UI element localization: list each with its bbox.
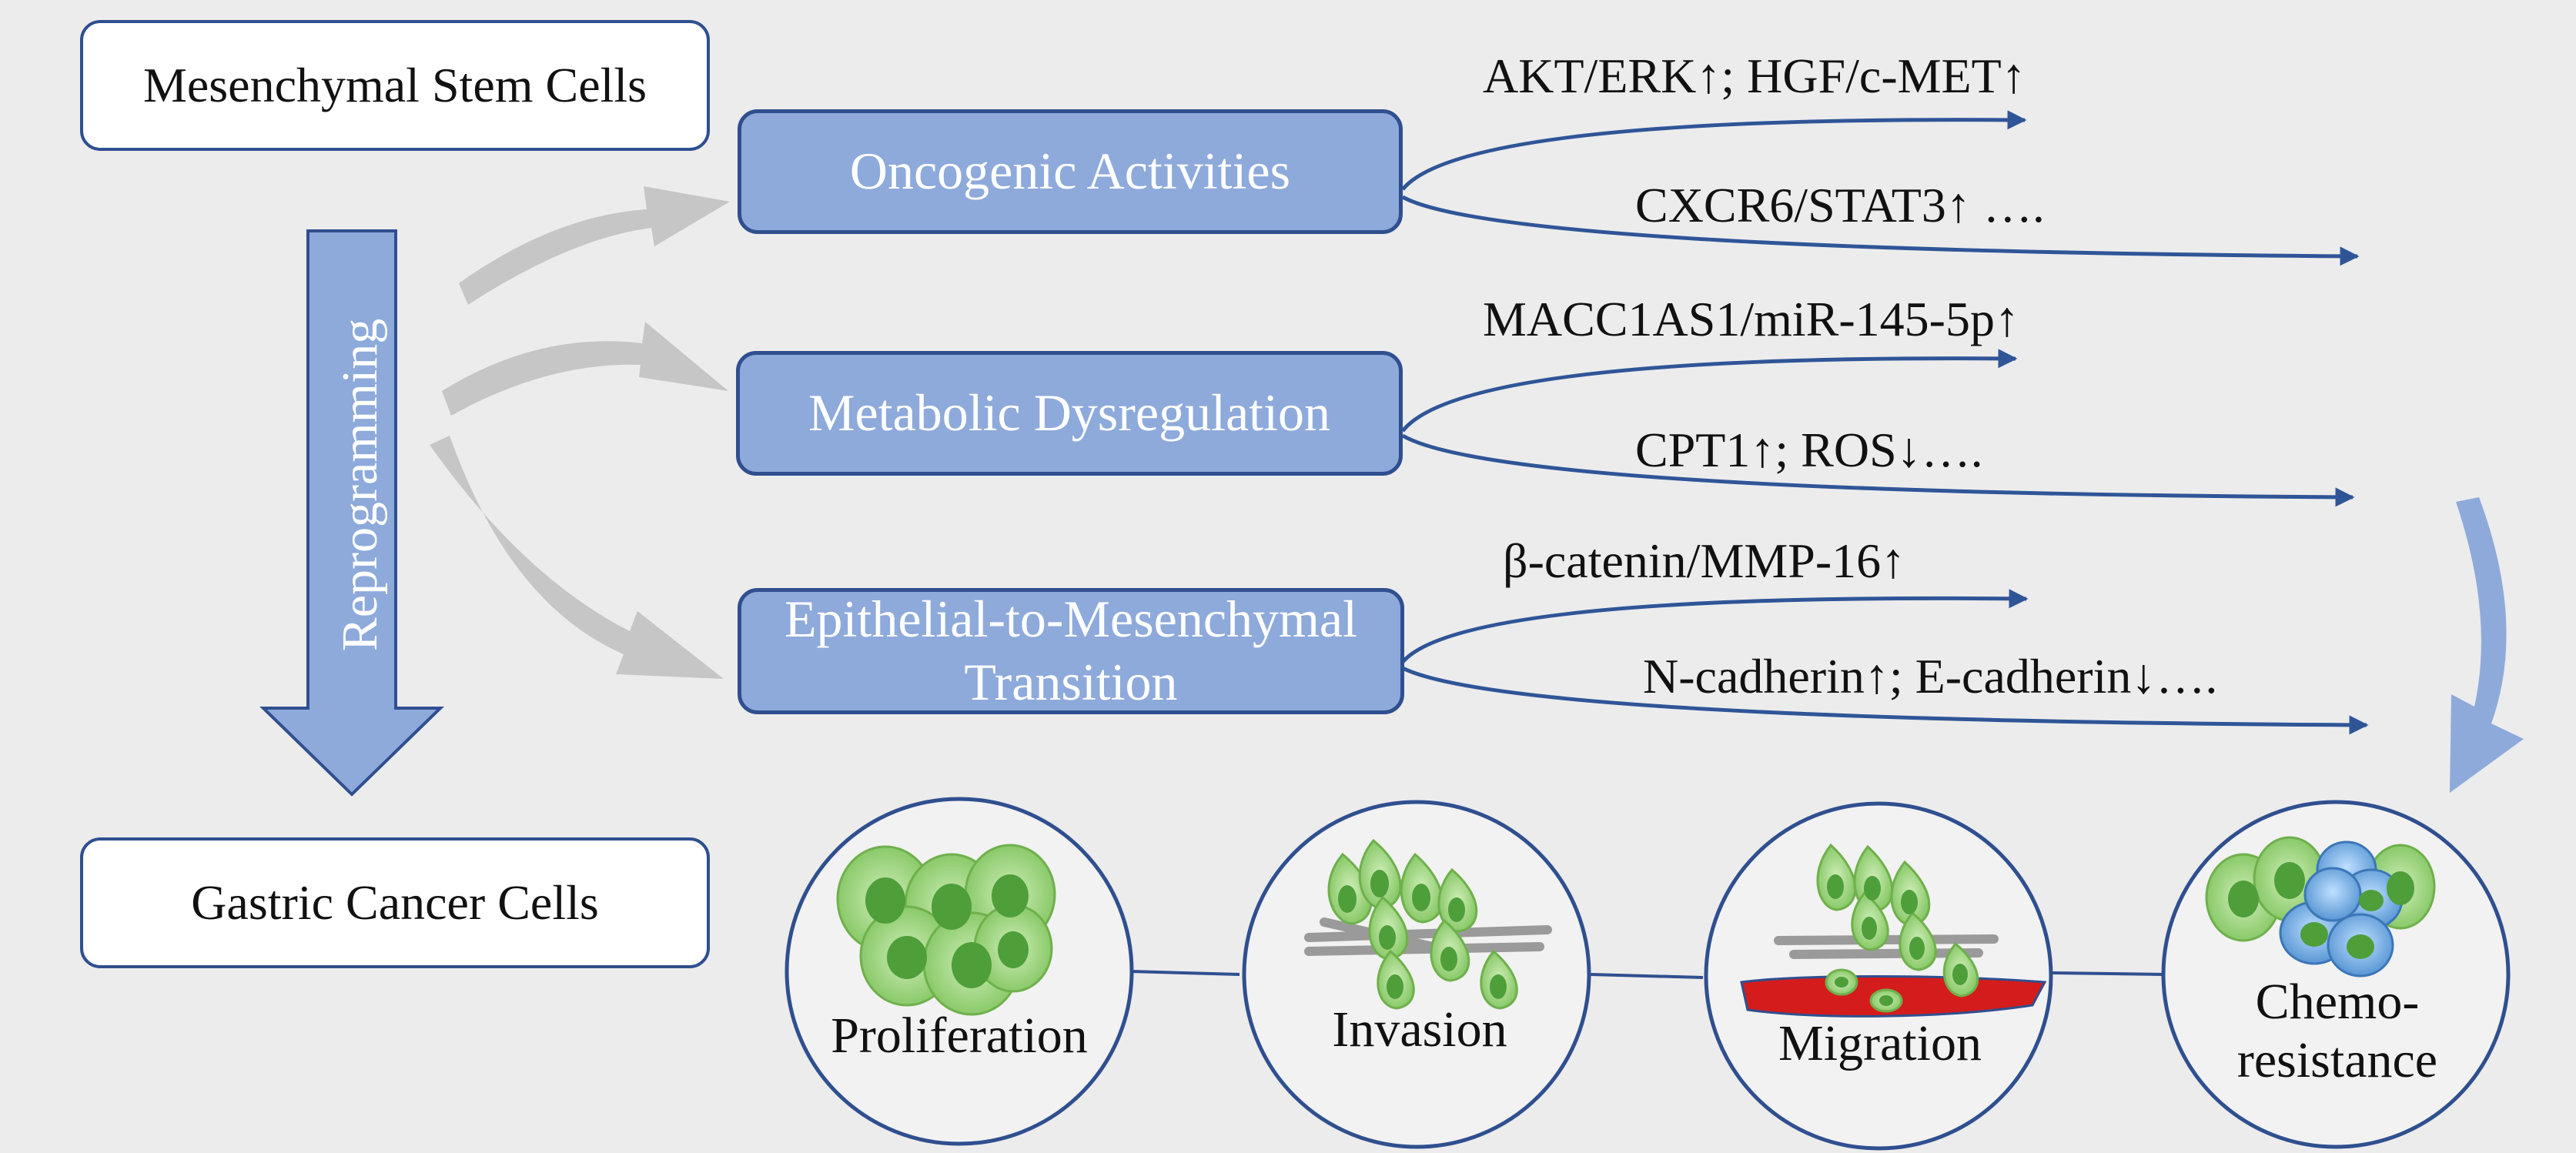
- process-box-emt: Epithelial-to-Mesenchymal Transition: [738, 588, 1404, 714]
- gastric-cancer-cells-box: Gastric Cancer Cells: [80, 837, 710, 968]
- signal-line-meta-upper: [1401, 349, 2018, 433]
- process-label-line1: Epithelial-to-Mesenchymal: [785, 590, 1357, 649]
- signal-line-onco-upper: [1401, 110, 2027, 191]
- signal-label-emt-lower: N-cadherin↑; E-cadherin↓….: [1643, 649, 2218, 703]
- curved-blue-arrow: [2450, 497, 2524, 793]
- gray-arrow-to-emt: [430, 436, 724, 679]
- outcome-label-line2: resistance: [2236, 1031, 2438, 1088]
- outcome-label-line1: Chemo-: [2255, 974, 2420, 1030]
- invasion-cells-icon: [1304, 838, 1552, 1010]
- outcome-label-line1: Proliferation: [831, 1008, 1088, 1064]
- outcome-label-line1: Migration: [1778, 1015, 1982, 1071]
- gray-arrow-to-oncogenic: [459, 186, 730, 305]
- gray-arrows: [430, 186, 730, 679]
- process-label-line1: Oncogenic Activities: [849, 142, 1291, 201]
- signal-line-meta-lower: [1401, 433, 2355, 507]
- mesenchymal-stem-cells-box: Mesenchymal Stem Cells: [80, 20, 710, 151]
- circle-invasion: [1242, 800, 1591, 1149]
- proliferation-cells-icon: [836, 844, 1056, 1016]
- outcome-label-line1: Invasion: [1332, 1001, 1507, 1058]
- signal-label-meta-lower: CPT1↑; ROS↓….: [1635, 423, 1983, 477]
- mesenchymal-stem-cells-label: Mesenchymal Stem Cells: [142, 58, 647, 112]
- process-box-oncogenic: Oncogenic Activities: [738, 109, 1403, 234]
- process-label-line1: Metabolic Dysregulation: [808, 383, 1330, 443]
- outcome-label-chemoresistance: Chemo- resistance: [2199, 973, 2476, 1090]
- outcome-label-migration: Migration: [1741, 1014, 2019, 1073]
- signal-label-onco-upper: AKT/ERK↑; HGF/c-MET↑: [1483, 48, 2026, 103]
- signal-label-onco-lower: CXCR6/STAT3↑ ….: [1635, 178, 2045, 232]
- signal-line-onco-lower: [1401, 195, 2360, 266]
- reprogramming-arrow: [259, 229, 444, 797]
- signal-label-emt-upper: β-catenin/MMP-16↑: [1503, 533, 1906, 588]
- chemoresistance-cells-icon: [2205, 836, 2436, 978]
- process-box-metabolic: Metabolic Dysregulation: [736, 351, 1403, 476]
- gray-arrow-to-metabolic: [442, 322, 728, 416]
- reprogramming-label: Reprogramming: [332, 318, 388, 652]
- outcome-label-invasion: Invasion: [1281, 1001, 1558, 1059]
- outcome-label-proliferation: Proliferation: [821, 1007, 1098, 1065]
- gastric-cancer-cells-label: Gastric Cancer Cells: [191, 875, 599, 930]
- migration-cells-icon: [1740, 843, 2047, 1018]
- signal-lines: [1401, 110, 2369, 735]
- circle-connectors: [1129, 970, 2164, 979]
- process-label-line2: Transition: [964, 653, 1178, 711]
- signal-line-emt-lower: [1401, 666, 2369, 735]
- signal-label-meta-upper: MACC1AS1/miR-145-5p↑: [1483, 292, 2019, 346]
- signal-line-emt-upper: [1401, 589, 2029, 663]
